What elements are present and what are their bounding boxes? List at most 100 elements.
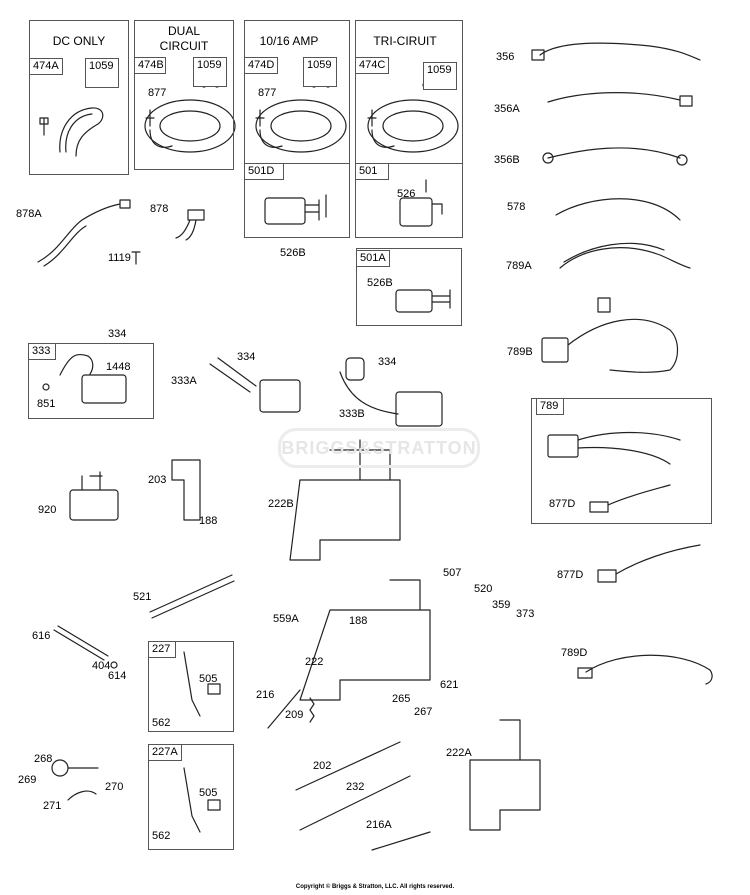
label-851: 851 <box>37 398 56 410</box>
label-521: 521 <box>133 591 152 603</box>
label-232: 232 <box>346 781 365 793</box>
label-216a: 216A <box>366 819 392 831</box>
lever-227-drawing <box>183 651 221 717</box>
label-271: 271 <box>43 800 62 812</box>
box-tri-ciruit <box>355 20 463 238</box>
stator-474b-drawing <box>144 99 236 153</box>
box-dual-circuit-header: DUAL CIRCUIT <box>159 24 209 53</box>
wire-789d-drawing <box>577 654 713 685</box>
label-877-474d: 877 <box>258 87 277 99</box>
bolt-1119-icon <box>131 251 141 265</box>
coil-333-drawing <box>42 353 127 404</box>
box-tri-ciruit-header: TRI-CIRUIT <box>373 34 437 48</box>
box-501a <box>356 248 462 326</box>
spring-232-drawing <box>299 775 411 831</box>
box-dc-only-sub: 1059 <box>85 58 119 88</box>
label-356a: 356A <box>494 103 520 115</box>
label-614: 614 <box>108 670 127 682</box>
label-334-top: 334 <box>108 328 127 340</box>
label-920: 920 <box>38 504 57 516</box>
label-209: 209 <box>285 709 304 721</box>
box-tri-ciruit-tag: 474C <box>355 57 389 74</box>
label-526b-501a: 526B <box>367 277 393 289</box>
stator-474c-drawing <box>367 99 459 153</box>
cable-268-drawing <box>51 759 99 801</box>
label-356: 356 <box>496 51 515 63</box>
box-dc-only-header: DC ONLY <box>52 34 106 48</box>
bracket-222a-drawing <box>469 719 541 831</box>
rod-202-drawing <box>295 741 401 791</box>
wire-356a-drawing <box>547 92 693 107</box>
stator-474d-drawing <box>255 99 347 153</box>
label-222: 222 <box>305 656 324 668</box>
label-616: 616 <box>32 630 51 642</box>
harness-789a-drawing <box>559 242 691 269</box>
wire-578-drawing <box>555 198 681 221</box>
box-501-divider <box>355 163 463 164</box>
label-526: 526 <box>397 188 416 200</box>
label-578: 578 <box>507 201 526 213</box>
label-559a: 559A <box>273 613 299 625</box>
label-789a: 789A <box>506 260 532 272</box>
box-10-16-amp-tag: 474D <box>244 57 278 74</box>
label-789b: 789B <box>507 346 533 358</box>
link-216a-drawing <box>371 831 431 851</box>
box-227 <box>148 641 234 732</box>
label-267: 267 <box>414 706 433 718</box>
label-222a: 222A <box>446 747 472 759</box>
label-1448: 1448 <box>106 361 131 373</box>
box-501d-divider <box>244 163 350 164</box>
shaft-616-drawing <box>53 625 118 669</box>
coil-333b-drawing <box>339 357 443 427</box>
box-10-16-amp-header: 10/16 AMP <box>259 34 319 48</box>
label-265: 265 <box>392 693 411 705</box>
label-188-bottom: 188 <box>349 615 368 627</box>
label-621: 621 <box>440 679 459 691</box>
regulator-501a-drawing <box>395 289 451 313</box>
rod-521-drawing <box>149 574 235 619</box>
copyright-notice: Copyright © Briggs & Stratton, LLC. All … <box>295 884 455 890</box>
label-334-middle: 334 <box>237 351 256 363</box>
box-789 <box>531 398 712 524</box>
wire-356b-drawing <box>542 147 688 166</box>
label-216: 216 <box>256 689 275 701</box>
label-562-227a: 562 <box>152 830 171 842</box>
link-216-drawing <box>267 689 301 729</box>
harness-878a-drawing <box>37 199 131 267</box>
label-356b: 356B <box>494 154 520 166</box>
label-877-474b: 877 <box>148 87 167 99</box>
label-269: 269 <box>18 774 37 786</box>
box-501-tag: 501 <box>355 163 389 180</box>
box-10-16-amp <box>244 20 350 238</box>
label-505-227a: 505 <box>199 787 218 799</box>
label-203: 203 <box>148 474 167 486</box>
box-333 <box>28 343 154 419</box>
brand-watermark: BRIGGS&STRATTON <box>278 428 480 468</box>
label-188-top: 188 <box>199 515 218 527</box>
box-501d-tag: 501D <box>244 163 284 180</box>
label-333b: 333B <box>339 408 365 420</box>
solenoid-920-drawing <box>69 471 119 521</box>
label-526b: 526B <box>280 247 306 259</box>
label-334-right: 334 <box>378 356 397 368</box>
control-222b-drawing <box>289 439 401 561</box>
box-dual-circuit-tag: 474B <box>134 57 166 74</box>
control-222-drawing <box>299 579 431 701</box>
harness-877d-drawing <box>597 544 701 583</box>
box-tri-ciruit-sub: 1059 <box>423 62 457 90</box>
regulator-501d-drawing <box>264 194 327 225</box>
box-501a-tag: 501A <box>356 250 390 267</box>
harness-789b-drawing <box>541 297 679 373</box>
label-222b: 222B <box>268 498 294 510</box>
label-270: 270 <box>105 781 124 793</box>
label-878a: 878A <box>16 208 42 220</box>
box-dc-only-tag: 474A <box>29 58 63 75</box>
stator-474a-drawing <box>39 107 104 157</box>
label-877d: 877D <box>557 569 584 581</box>
lever-227a-drawing <box>183 767 221 833</box>
label-202: 202 <box>313 760 332 772</box>
label-877d-789: 877D <box>549 498 576 510</box>
box-227-tag: 227 <box>148 641 176 658</box>
label-520: 520 <box>474 583 493 595</box>
label-505-227: 505 <box>199 673 218 685</box>
